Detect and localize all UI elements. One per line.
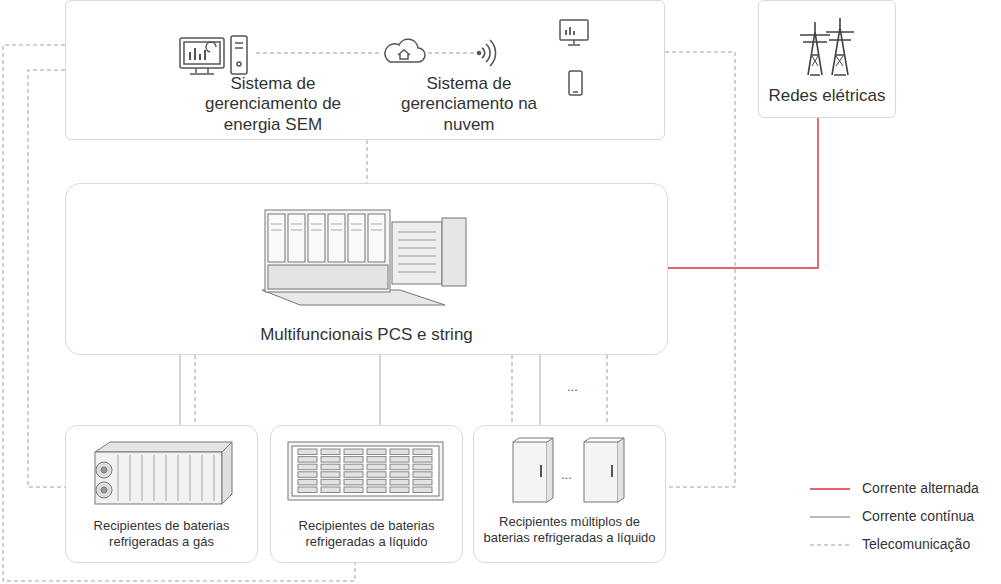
connector <box>367 140 368 183</box>
node-text: Sistema de gerenciamento de energia SEM <box>193 74 353 135</box>
component-box: Recipientes de baterias refrigeradas a g… <box>65 425 258 563</box>
node-text: Multifuncionais PCS e string <box>66 325 667 345</box>
liquid-container-illustration <box>288 442 443 500</box>
legend-sample <box>810 488 850 489</box>
telecom-stub <box>512 355 607 425</box>
tower-icon <box>800 18 854 75</box>
pcs-illustration <box>262 210 466 305</box>
component-box: Recipientes de baterias refrigeradas a l… <box>270 425 463 563</box>
system-panel: Sistema de gerenciamento de energia SEM S… <box>65 0 665 140</box>
node-text: Recipientes de baterias refrigeradas a l… <box>279 518 454 549</box>
monitor-icon <box>560 20 588 45</box>
connector <box>28 70 65 487</box>
connector <box>3 45 355 581</box>
computer-icon <box>180 36 247 74</box>
node-text: Sistema de gerenciamento na nuvem <box>399 74 539 135</box>
legend-text: Corrente contínua <box>862 508 974 524</box>
component-box: Recipientes múltiplos de baterias refrig… <box>473 425 666 563</box>
component-box: Redes elétricas <box>758 0 896 118</box>
ellipsis-label: ... <box>565 379 580 394</box>
legend-sample <box>810 517 850 518</box>
node-text: Recipientes múltiplos de baterias refrig… <box>482 514 657 545</box>
legend-text: Telecomunicação <box>862 536 970 552</box>
node-text: Redes elétricas <box>759 86 895 106</box>
connector <box>665 52 735 487</box>
ellipsis-label: ... <box>559 467 574 482</box>
node-text: Recipientes de baterias refrigeradas a g… <box>74 518 249 549</box>
phone-icon <box>569 71 582 95</box>
connector <box>380 355 381 425</box>
equipment-box: Multifuncionais PCS e string <box>65 183 668 355</box>
connector <box>540 355 541 425</box>
telecom-stub <box>195 355 196 425</box>
connector <box>668 118 818 268</box>
gas-container-illustration <box>95 442 232 504</box>
cloud-icon <box>385 39 425 62</box>
telecom-line <box>256 53 478 54</box>
legend-text: Corrente alternada <box>862 480 979 496</box>
legend-sample <box>810 545 850 546</box>
wifi-icon <box>478 40 496 66</box>
connector <box>180 355 181 425</box>
cabinet-illustration <box>513 438 624 502</box>
